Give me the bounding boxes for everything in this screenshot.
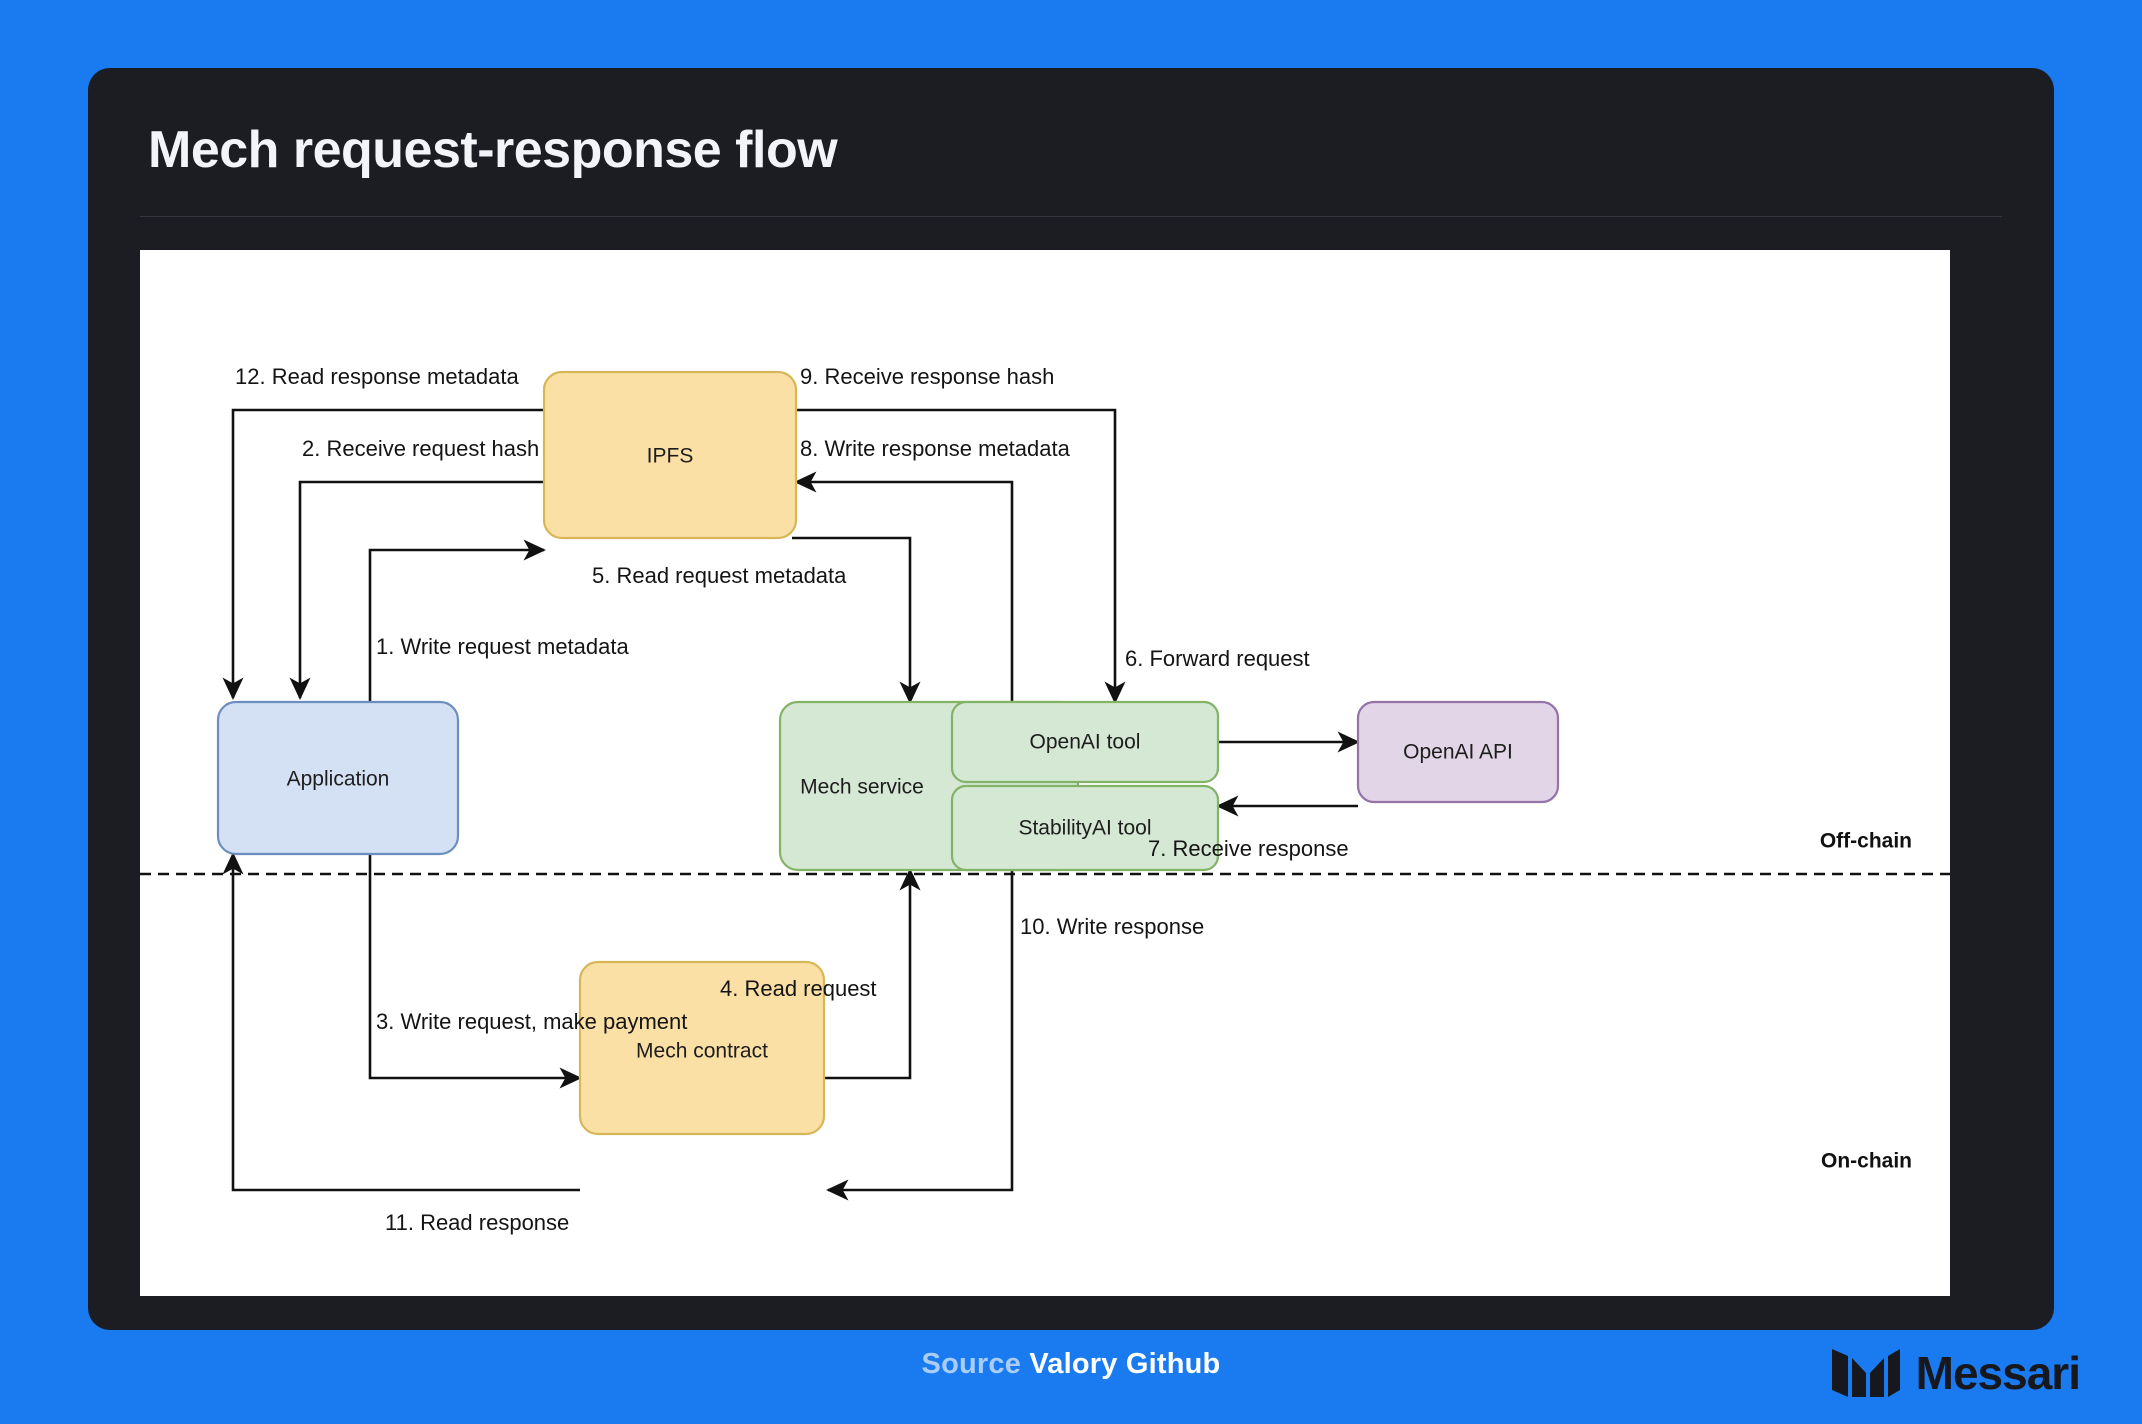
title-divider (140, 216, 2002, 217)
node-application[interactable]: Application (216, 700, 460, 856)
edge-label-2: 2. Receive request hash (302, 436, 539, 461)
node-openai-tool[interactable]: OpenAI tool (950, 700, 1220, 784)
messari-mark-icon (1831, 1349, 1900, 1397)
node-ipfs-label: IPFS (647, 445, 694, 468)
edge-5-path (792, 536, 921, 704)
page-title: Mech request-response flow (148, 121, 838, 179)
edge-label-1: 1. Write request metadata (376, 634, 629, 659)
flow-diagram: Application IPFS Mech service OpenAI too… (140, 364, 1950, 1235)
edge-2-path (289, 480, 544, 700)
edge-label-8: 8. Write response metadata (800, 436, 1071, 461)
edge-label-5: 5. Read request metadata (592, 563, 847, 588)
source-attribution: Source Valory Github (0, 1348, 2142, 1381)
edge-12-path (222, 408, 544, 700)
node-stabilityai-tool[interactable]: StabilityAI tool (950, 784, 1220, 872)
edge-label-10: 10. Write response (1020, 914, 1204, 939)
edge-3-path (368, 850, 582, 1089)
node-stabilityai-tool-label: StabilityAI tool (1018, 817, 1151, 840)
node-openai-tool-label: OpenAI tool (1030, 731, 1141, 754)
node-mech-contract[interactable]: Mech contract (578, 960, 826, 1136)
node-mech-contract-label: Mech contract (636, 1040, 768, 1063)
node-openai-api-label: OpenAI API (1403, 741, 1513, 764)
node-mech-service-label: Mech service (800, 776, 924, 799)
messari-logo: Messari (1830, 1342, 2081, 1404)
edge-11-path (222, 852, 580, 1192)
edge-8-path (794, 471, 1014, 702)
edge-label-4: 4. Read request (720, 976, 877, 1001)
edge-label-12: 12. Read response metadata (235, 364, 520, 389)
source-prefix: Source (921, 1348, 1022, 1380)
zone-label-offchain: Off-chain (1820, 830, 1912, 853)
edge-label-9: 9. Receive response hash (800, 364, 1054, 389)
edge-label-11: 11. Read response (385, 1210, 569, 1235)
zone-label-onchain: On-chain (1821, 1150, 1912, 1173)
edge-label-6: 6. Forward request (1125, 646, 1310, 671)
edge-1-path (368, 539, 546, 702)
node-openai-api[interactable]: OpenAI API (1356, 700, 1560, 804)
messari-wordmark: Messari (1915, 1347, 2081, 1399)
edge-10-path (826, 858, 1014, 1201)
node-ipfs[interactable]: IPFS (542, 370, 798, 540)
edge-label-7: 7. Receive response (1148, 836, 1349, 861)
edge-9-path (796, 408, 1126, 704)
source-name: Valory Github (1029, 1348, 1221, 1380)
diagram-canvas: Application IPFS Mech service OpenAI too… (140, 250, 1950, 1296)
diagram-card: Mech request-response flow (88, 68, 2054, 1330)
node-application-label: Application (287, 768, 390, 791)
edge-4-path (824, 868, 921, 1080)
poster-footer: Source Valory Github Messari (0, 1342, 2142, 1416)
edge-label-3: 3. Write request, make payment (376, 1009, 687, 1034)
